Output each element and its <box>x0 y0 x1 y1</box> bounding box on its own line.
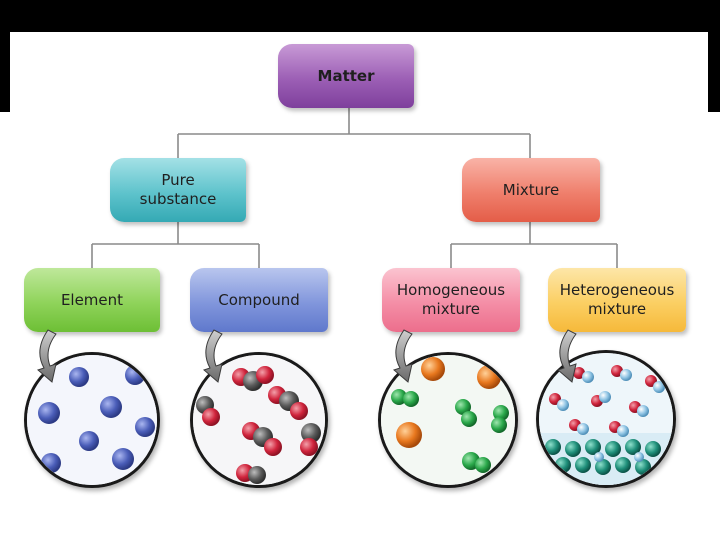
curved-arrow-icon <box>393 329 413 383</box>
frame-left-bar <box>0 32 10 112</box>
homogeneous-mixture-box: Homogeneous mixture <box>382 268 520 332</box>
heterogeneous-label-line2: mixture <box>587 300 647 318</box>
pure-substance-label-line2: substance <box>139 190 217 208</box>
element-box: Element <box>24 268 160 332</box>
co2-molecules-icon <box>190 352 328 488</box>
homogeneous-label-line2: mixture <box>421 300 481 318</box>
heterogeneous-label-line1: Heterogeneous <box>559 281 675 299</box>
blue-atoms-icon <box>24 352 160 488</box>
curved-arrow-icon <box>203 329 223 383</box>
heterogeneous-mixture-box: Heterogeneous mixture <box>548 268 686 332</box>
matter-box: Matter <box>278 44 414 108</box>
compound-label: Compound <box>218 290 300 309</box>
compound-box: Compound <box>190 268 328 332</box>
frame-top-bar <box>0 0 720 32</box>
frame-right-bar <box>708 32 720 112</box>
element-label: Element <box>60 290 124 309</box>
mixture-label: Mixture <box>502 180 560 199</box>
curved-arrow-icon <box>557 329 577 383</box>
pure-substance-box: Pure substance <box>110 158 246 222</box>
pure-substance-label-line1: Pure <box>161 171 195 189</box>
homogeneous-label-line1: Homogeneous <box>396 281 506 299</box>
mixture-box: Mixture <box>462 158 600 222</box>
curved-arrow-icon <box>37 329 57 383</box>
matter-label: Matter <box>317 66 375 85</box>
